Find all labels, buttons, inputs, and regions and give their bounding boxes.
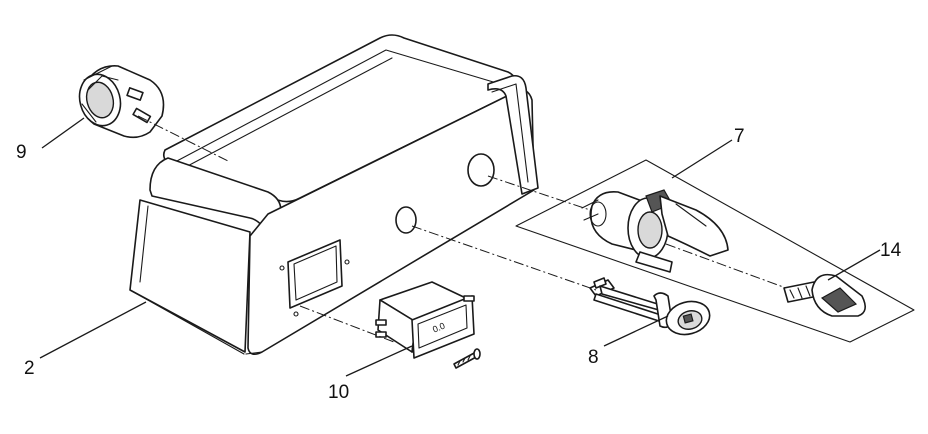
leader-lines — [39, 117, 881, 377]
label-part-7: 7 — [734, 126, 745, 147]
hour-meter: 0.0 — [375, 281, 475, 359]
screw — [453, 348, 481, 369]
meter-display-text: 0.0 — [431, 321, 446, 335]
alignment-lines — [137, 115, 787, 343]
power-socket — [589, 277, 711, 336]
ignition-switch-assembly — [515, 159, 915, 343]
label-part-14: 14 — [880, 240, 902, 261]
console-housing — [129, 34, 539, 356]
part-labels: 9 2 10 8 7 14 — [16, 126, 902, 403]
label-part-9: 9 — [16, 142, 27, 163]
label-part-10: 10 — [328, 382, 349, 403]
ignition-key — [783, 273, 866, 317]
label-part-8: 8 — [588, 347, 599, 368]
label-part-2: 2 — [24, 358, 35, 379]
plug-connector — [78, 65, 165, 139]
